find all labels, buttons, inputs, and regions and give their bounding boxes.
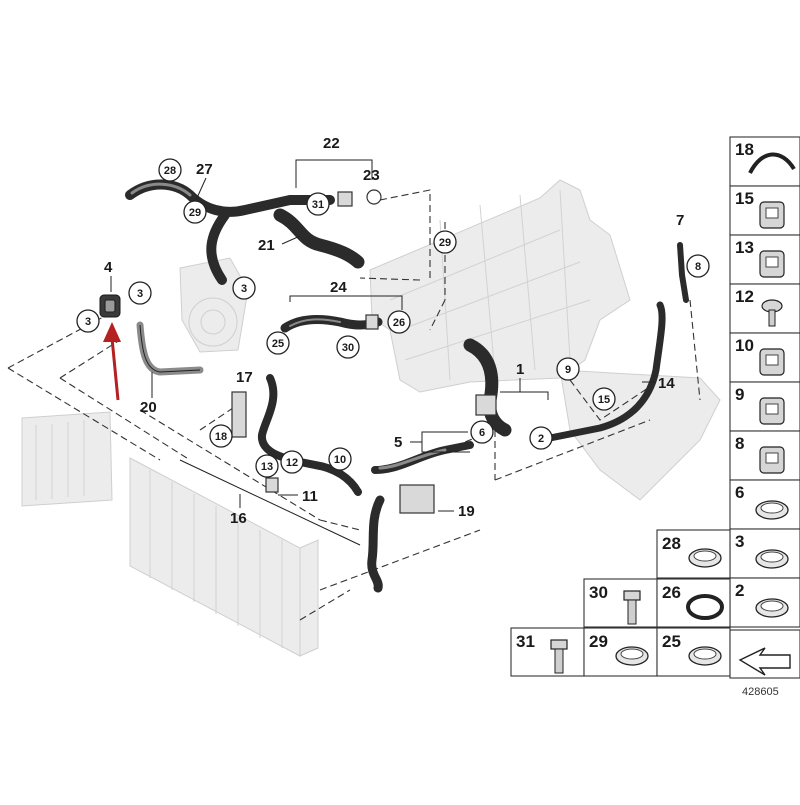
callout-14: 14 <box>658 375 675 392</box>
legend-cell-8: 8 <box>729 430 800 481</box>
circled-callout-8: 8 <box>686 254 710 278</box>
callout-23: 23 <box>363 167 380 184</box>
circled-callout-30: 30 <box>336 335 360 359</box>
circled-callout-3: 3 <box>128 281 152 305</box>
circled-callout-12: 12 <box>280 450 304 474</box>
svg-text:31: 31 <box>516 632 535 651</box>
svg-text:13: 13 <box>735 238 754 257</box>
legend-cell-28: 28 <box>656 529 731 579</box>
svg-text:2: 2 <box>538 433 544 445</box>
svg-text:2: 2 <box>735 581 744 600</box>
svg-text:9: 9 <box>735 385 744 404</box>
legend-cell-15: 15 <box>729 185 800 236</box>
svg-text:29: 29 <box>589 632 608 651</box>
legend-bottom-rows: 28 30 26 31 29 25 <box>510 529 731 677</box>
callout-11: 11 <box>302 488 318 505</box>
circled-callout-9: 9 <box>556 357 580 381</box>
reference-number: 428605 <box>742 686 779 698</box>
circled-callout-3: 3 <box>76 309 100 333</box>
callout-27: 27 <box>196 161 213 178</box>
legend-cell-31: 31 <box>510 627 585 677</box>
callout-4: 4 <box>104 259 113 276</box>
radiator-icon <box>21 411 319 657</box>
legend-cell-25: 25 <box>656 627 731 677</box>
svg-text:28: 28 <box>662 534 681 553</box>
circled-callout-29: 29 <box>433 230 457 254</box>
callout-5: 5 <box>394 434 402 451</box>
legend-cell-6: 6 <box>729 479 800 530</box>
svg-text:29: 29 <box>439 237 451 249</box>
hose-clamp-icon <box>99 189 497 514</box>
legend-cell-30: 30 <box>583 578 658 628</box>
circled-callout-13: 13 <box>255 454 279 478</box>
svg-text:18: 18 <box>735 140 754 159</box>
legend-cell-29: 29 <box>583 627 658 677</box>
callouts-plain: 22 23 27 21 24 4 20 17 16 11 5 1 7 14 19 <box>104 135 684 527</box>
svg-text:12: 12 <box>286 457 298 469</box>
svg-text:8: 8 <box>735 434 744 453</box>
circled-callout-18: 18 <box>209 424 233 448</box>
callout-19: 19 <box>458 503 475 520</box>
svg-text:29: 29 <box>189 207 201 219</box>
callout-20: 20 <box>140 399 157 416</box>
svg-text:13: 13 <box>261 461 273 473</box>
legend-cell-13: 13 <box>729 234 800 285</box>
circled-callout-2: 2 <box>529 426 553 450</box>
callout-17: 17 <box>236 369 253 386</box>
callout-1: 1 <box>516 361 524 378</box>
svg-text:30: 30 <box>342 342 354 354</box>
svg-text:25: 25 <box>272 338 284 350</box>
circled-callout-25: 25 <box>266 331 290 355</box>
svg-text:15: 15 <box>735 189 754 208</box>
svg-text:3: 3 <box>137 288 143 300</box>
svg-text:26: 26 <box>662 583 681 602</box>
svg-text:10: 10 <box>735 336 754 355</box>
dashed-guides <box>7 189 701 621</box>
svg-text:9: 9 <box>565 364 571 376</box>
legend-column: 18 15 13 12 10 9 8 6 3 2 <box>729 136 800 628</box>
svg-text:3: 3 <box>735 532 744 551</box>
svg-text:3: 3 <box>85 316 91 328</box>
legend-cell-12: 12 <box>729 283 800 334</box>
svg-text:25: 25 <box>662 632 681 651</box>
legend-cell-2: 2 <box>729 577 800 628</box>
circled-callout-29: 29 <box>183 200 207 224</box>
legend-cell-18: 18 <box>729 136 800 187</box>
engine-block-icon <box>179 179 721 501</box>
callout-16: 16 <box>230 510 247 527</box>
callout-21: 21 <box>258 237 275 254</box>
cooling-hose-icon <box>125 179 689 593</box>
svg-text:18: 18 <box>215 431 227 443</box>
legend-cell-10: 10 <box>729 332 800 383</box>
svg-text:12: 12 <box>735 287 754 306</box>
callout-24: 24 <box>330 279 347 296</box>
circled-callout-26: 26 <box>387 310 411 334</box>
svg-text:15: 15 <box>598 394 610 406</box>
svg-text:26: 26 <box>393 317 405 329</box>
callout-22: 22 <box>323 135 340 152</box>
circled-callout-15: 15 <box>592 387 616 411</box>
circled-callout-6: 6 <box>470 420 494 444</box>
circled-callout-28: 28 <box>158 158 182 182</box>
svg-text:8: 8 <box>695 261 701 273</box>
direction-arrow-icon <box>729 629 800 679</box>
circled-callout-31: 31 <box>306 192 330 216</box>
svg-text:28: 28 <box>164 165 176 177</box>
circled-callout-3: 3 <box>232 276 256 300</box>
svg-text:31: 31 <box>312 199 324 211</box>
legend-cell-26: 26 <box>656 578 731 628</box>
svg-text:6: 6 <box>735 483 744 502</box>
svg-text:30: 30 <box>589 583 608 602</box>
red-pointer-arrow-icon <box>103 322 121 401</box>
svg-text:6: 6 <box>479 427 485 439</box>
svg-text:3: 3 <box>241 283 247 295</box>
legend-cell-9: 9 <box>729 381 800 432</box>
callout-7: 7 <box>676 212 684 229</box>
svg-text:10: 10 <box>334 454 346 466</box>
legend-cell-3: 3 <box>729 528 800 579</box>
circled-callout-10: 10 <box>328 447 352 471</box>
